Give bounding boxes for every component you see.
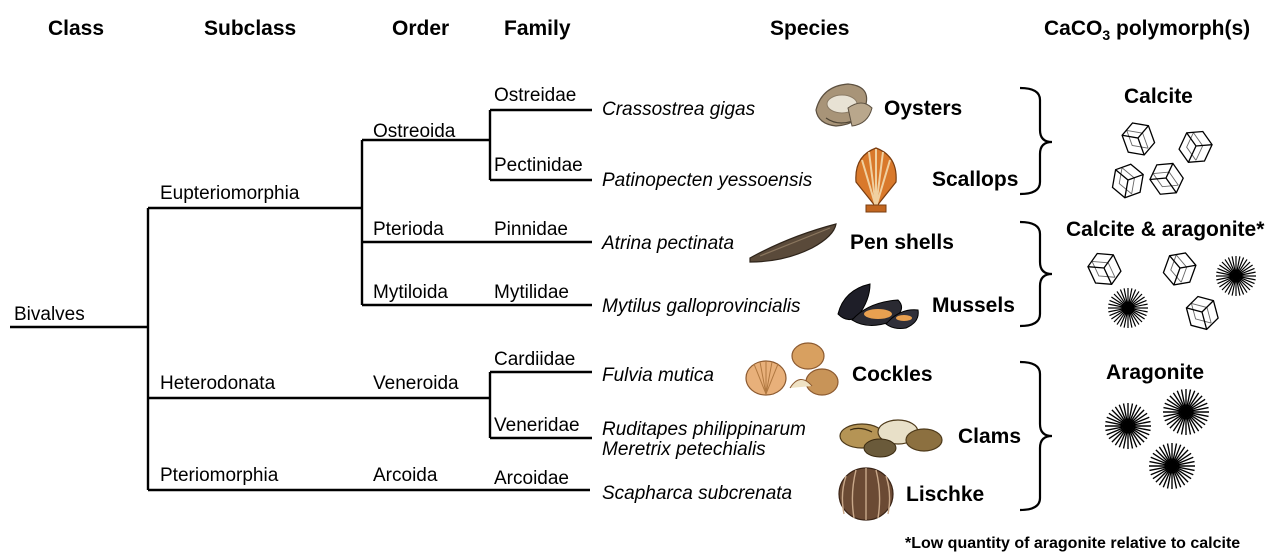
footnote: *Low quantity of aragonite relative to c… (905, 536, 1240, 552)
needle-crystal-icon (1105, 389, 1209, 489)
mixed-crystal-icon (1085, 248, 1256, 333)
rhombohedral-crystal-icon (1111, 118, 1215, 201)
